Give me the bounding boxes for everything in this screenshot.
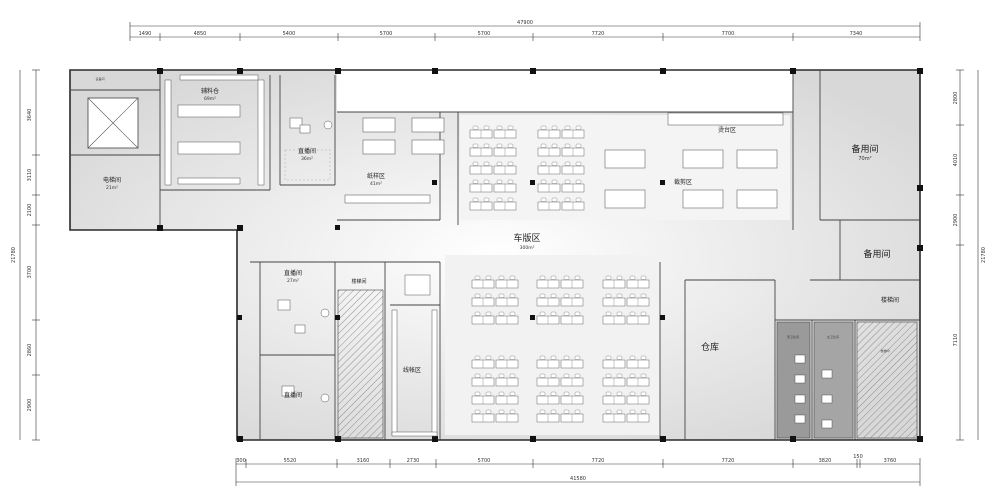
room-live2-name: 直播间 — [284, 269, 302, 277]
room-live1-area: 36m² — [301, 156, 313, 162]
bottom-seg-2: 5520 — [284, 458, 297, 464]
bottom-dimensions: 41580 300 5520 3160 2730 5700 7720 7720 … — [235, 454, 921, 486]
interior-walls — [70, 70, 920, 440]
room-materials-name: 辅料仓 — [201, 87, 219, 95]
toilet-block-2 — [813, 321, 854, 439]
trimming-tables — [604, 112, 784, 209]
top-seg-8: 7340 — [850, 31, 863, 37]
room-trimming-name: 裁剪区 — [674, 178, 692, 186]
left-seg-6: 2900 — [27, 399, 33, 412]
top-seg-5: 5700 — [478, 31, 491, 37]
live-room-1-furniture — [284, 117, 333, 181]
left-dimensions: 21780 3640 3110 2100 3700 2860 2900 — [11, 69, 40, 441]
bottom-seg-6: 7720 — [592, 458, 605, 464]
left-seg-2: 3110 — [27, 169, 33, 182]
room-stairs-core-name: 楼梯间 — [880, 348, 889, 353]
sample-area-tables — [344, 117, 445, 204]
toilet-fixtures — [794, 354, 833, 429]
room-sample-area: 41m² — [370, 181, 382, 187]
right-seg-1: 2800 — [953, 92, 959, 105]
room-sample-name: 纸样区 — [367, 172, 385, 180]
top-seg-6: 7720 — [592, 31, 605, 37]
room-sewing-area: 300m² — [520, 245, 535, 251]
left-seg-1: 3640 — [27, 109, 33, 122]
room-stairs1-name: 楼梯间 — [351, 278, 366, 285]
right-seg-2: 4010 — [953, 154, 959, 167]
bottom-seg-4: 2730 — [407, 458, 420, 464]
bottom-seg-5: 5700 — [478, 458, 491, 464]
bottom-seg-10: 3760 — [884, 458, 897, 464]
stair-core-hatch-right — [856, 321, 918, 439]
right-dimensions: 21780 2800 4010 2900 7110 — [953, 69, 987, 441]
room-live3-name: 直播间 — [284, 391, 302, 399]
room-male-wc-name: 男卫生间 — [787, 334, 799, 339]
left-seg-3: 2100 — [27, 204, 33, 217]
room-spare1-area: 70m² — [858, 156, 871, 162]
top-dimensions: 47900 1490 4850 5400 5700 5700 7720 7700… — [129, 20, 921, 41]
top-seg-7: 7700 — [722, 31, 735, 37]
room-warehouse-name: 仓库 — [701, 341, 719, 353]
materials-shelving — [164, 74, 265, 186]
room-materials-area: 69m² — [204, 96, 216, 102]
room-labels: 电梯间 21m² 设备间 辅料仓 69m² 直播间 36m² 纸样区 41m² … — [95, 76, 899, 399]
bottom-seg-8: 3820 — [819, 458, 832, 464]
left-seg-5: 2860 — [27, 344, 33, 357]
stairwell-hatch-left — [337, 289, 384, 439]
structural-columns — [157, 68, 923, 442]
bottom-total-dim: 41580 — [570, 476, 586, 482]
room-elevator-name: 电梯间 — [103, 176, 121, 184]
top-seg-3: 5400 — [283, 31, 296, 37]
thread-shelving — [391, 274, 438, 437]
room-ironing-name: 烫台区 — [718, 126, 736, 134]
bottom-seg-7: 7720 — [722, 458, 735, 464]
right-total-dim: 21780 — [981, 247, 987, 263]
room-equipment-name: 设备间 — [95, 76, 104, 81]
left-total-dim: 21780 — [11, 247, 17, 263]
live-rooms-lower-furniture — [277, 299, 330, 403]
left-seg-4: 3700 — [27, 266, 33, 279]
top-seg-1: 1490 — [139, 31, 152, 37]
room-elevator-area: 21m² — [106, 185, 118, 191]
room-spare1-name: 备用间 — [851, 143, 878, 155]
bottom-seg-1: 300 — [236, 458, 246, 464]
room-female-wc-name: 女卫生间 — [827, 334, 839, 339]
right-seg-4: 7110 — [953, 334, 959, 347]
room-spare2-name: 备用间 — [863, 248, 890, 260]
room-live1-name: 直播间 — [298, 147, 316, 155]
top-seg-2: 4850 — [194, 31, 207, 37]
room-thread-name: 线帐区 — [403, 366, 421, 374]
right-seg-3: 2900 — [953, 214, 959, 227]
room-live2-area: 27m² — [287, 278, 299, 284]
top-total-dim: 47900 — [517, 20, 533, 26]
room-sewing-name: 车版区 — [513, 232, 540, 244]
bottom-seg-9: 150 — [853, 454, 863, 460]
top-seg-4: 5700 — [380, 31, 393, 37]
room-stairs2-name: 楼梯间 — [881, 296, 899, 304]
bottom-seg-3: 3160 — [357, 458, 370, 464]
